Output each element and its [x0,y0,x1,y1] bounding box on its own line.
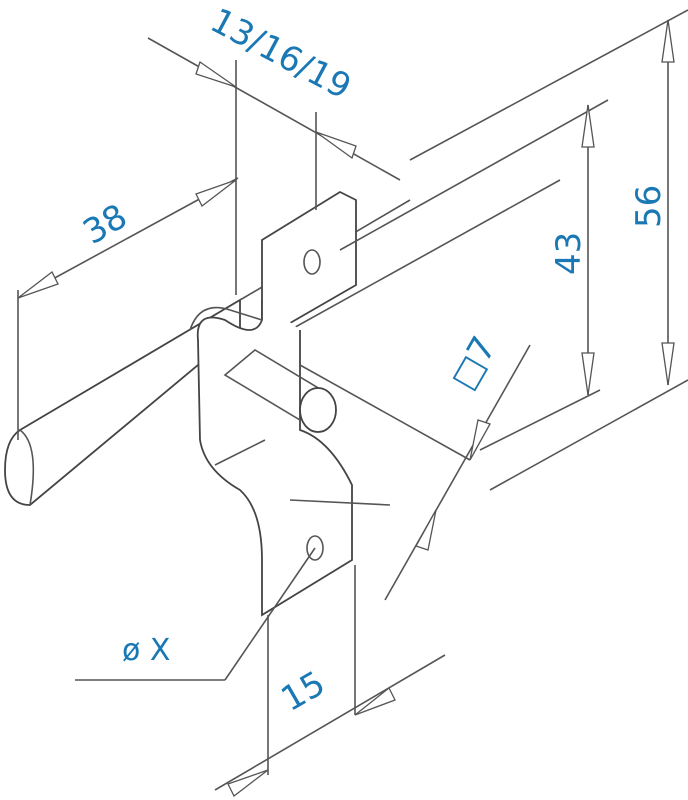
dimension-length-label: 38 [77,197,134,253]
dimension-width-label: 15 [275,664,332,720]
dimension-height-outer-label: 56 [629,185,669,228]
dimension-hole-label: ø X [122,633,170,668]
dimension-height-inner-label: 43 [549,232,589,275]
dimension-square-label: □7 [443,330,505,397]
dimension-thickness-label: 13/16/19 [204,1,358,108]
dimension-arrows [17,19,675,797]
bracket [189,190,471,617]
